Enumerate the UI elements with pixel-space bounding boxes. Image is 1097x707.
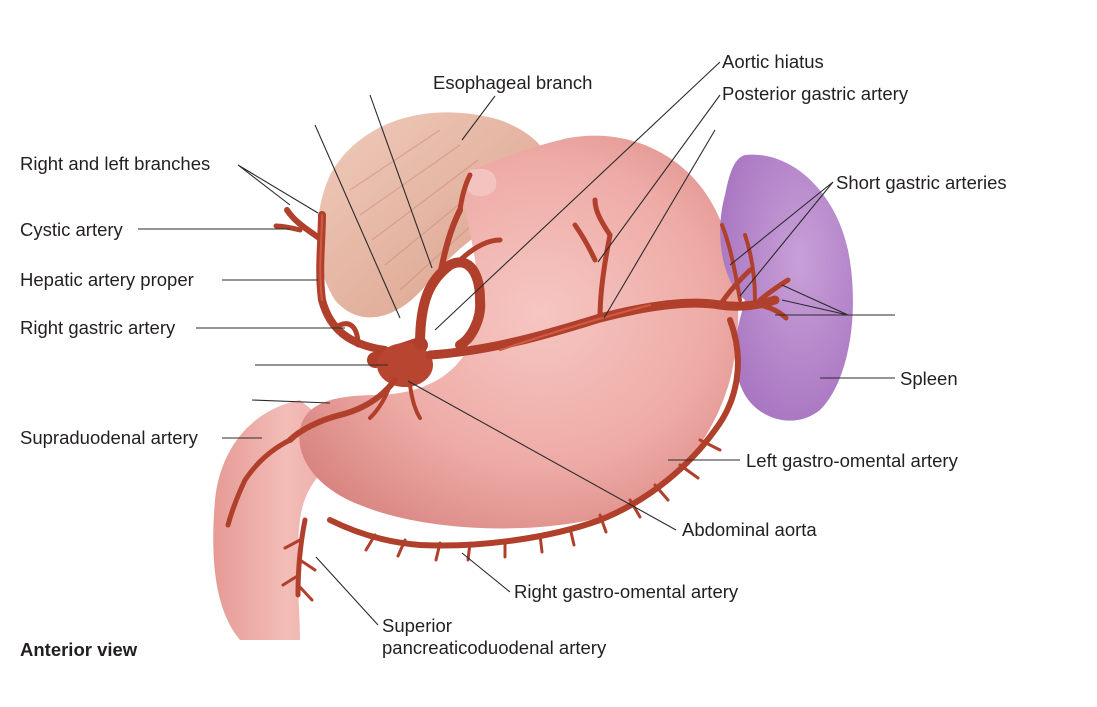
label-abdominal-aorta: Abdominal aorta: [682, 519, 817, 540]
label-right-and-left-branches: Right and left branches: [20, 153, 210, 174]
labels: Esophageal branch Aortic hiatus Posterio…: [20, 51, 1007, 660]
label-anterior-view: Anterior view: [20, 639, 138, 660]
label-hepatic-artery-proper: Hepatic artery proper: [20, 269, 194, 290]
arterial-tree: [225, 172, 791, 602]
label-short-gastric-arteries: Short gastric arteries: [836, 172, 1007, 193]
stomach: [299, 135, 739, 529]
label-right-gastro-omental-artery: Right gastro-omental artery: [514, 581, 739, 602]
label-spleen: Spleen: [900, 368, 958, 389]
label-esophageal-branch: Esophageal branch: [433, 72, 592, 93]
label-left-gastro-omental-artery: Left gastro-omental artery: [746, 450, 959, 471]
label-right-gastric-artery: Right gastric artery: [20, 317, 176, 338]
label-cystic-artery: Cystic artery: [20, 219, 124, 240]
label-posterior-gastric-artery: Posterior gastric artery: [722, 83, 909, 104]
label-superior-pancreaticoduodenal-line2: pancreaticoduodenal artery: [382, 637, 607, 658]
leader-lines: [138, 61, 895, 626]
label-superior-pancreaticoduodenal-line1: Superior: [382, 615, 452, 636]
label-supraduodenal-artery: Supraduodenal artery: [20, 427, 199, 448]
label-aortic-hiatus: Aortic hiatus: [722, 51, 824, 72]
